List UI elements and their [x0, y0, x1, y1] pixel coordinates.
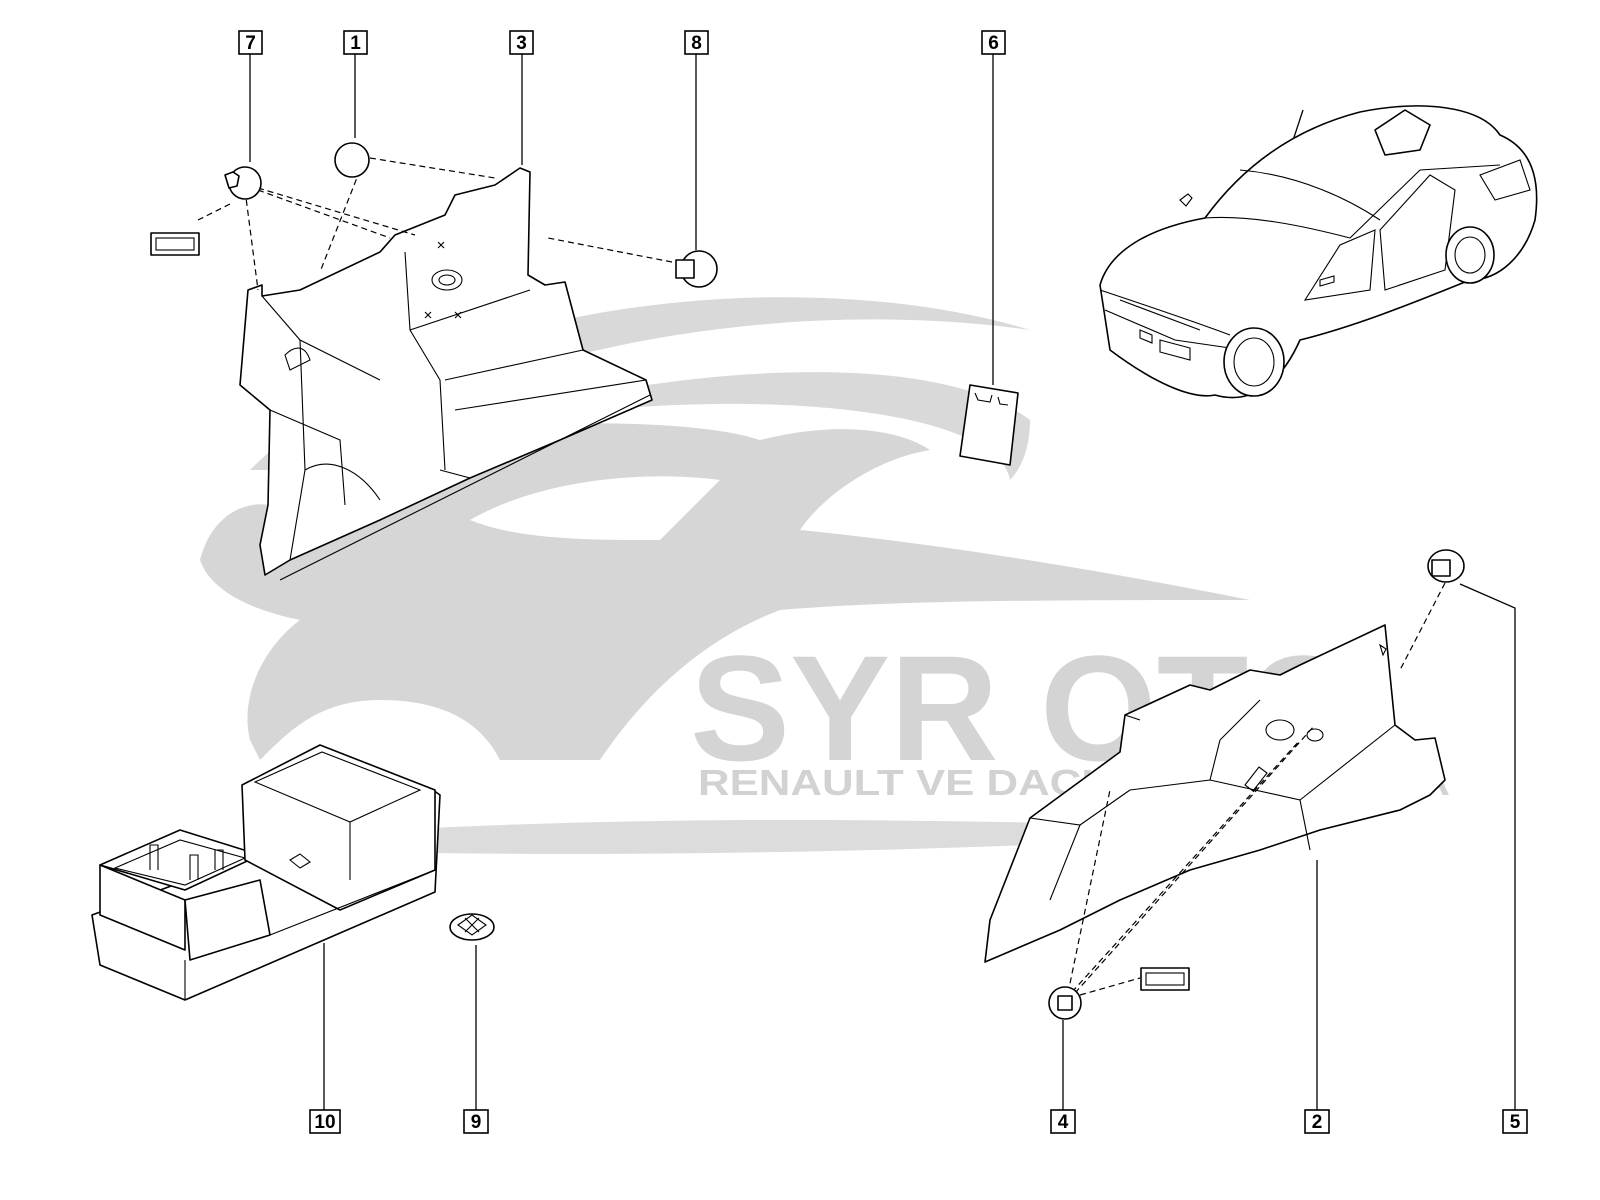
callout-4[interactable]: 4	[1050, 1109, 1076, 1134]
callout-10[interactable]: 10	[309, 1109, 341, 1134]
callout-1-label: 1	[350, 33, 361, 54]
part-9-fastener	[449, 913, 495, 941]
part-4-clip	[1048, 986, 1082, 1020]
callout-9[interactable]: 9	[463, 1109, 489, 1134]
callout-5-label: 5	[1510, 1112, 1521, 1133]
callout-7-label: 7	[245, 33, 256, 54]
callout-7[interactable]: 7	[238, 30, 263, 55]
callout-2[interactable]: 2	[1304, 1109, 1330, 1134]
callout-10-label: 10	[314, 1112, 335, 1133]
part-5-plug	[1427, 549, 1465, 583]
callout-8[interactable]: 8	[684, 30, 709, 55]
part-10-storage-tray	[91, 744, 441, 1001]
callout-3[interactable]: 3	[509, 30, 534, 55]
callout-1[interactable]: 1	[343, 30, 368, 55]
label-tag-left	[150, 232, 200, 256]
callout-8-label: 8	[691, 33, 702, 54]
part-1-cap	[334, 142, 370, 178]
assembly-lines-left	[197, 157, 673, 291]
part-6-cover-plate	[959, 384, 1019, 466]
callout-9-label: 9	[471, 1112, 482, 1133]
callout-5[interactable]: 5	[1502, 1109, 1528, 1134]
watermark-car-window	[470, 476, 720, 540]
callout-3-label: 3	[516, 33, 527, 54]
car-illustration	[1099, 105, 1538, 399]
watermark-car-silhouette	[200, 423, 1250, 760]
callout-2-label: 2	[1312, 1112, 1323, 1133]
assembly-lines-right	[1067, 582, 1446, 996]
watermark-swoosh-mid	[560, 372, 1030, 480]
callout-4-label: 4	[1058, 1112, 1069, 1133]
label-tag-right	[1140, 967, 1190, 991]
part-8-plug	[675, 250, 718, 288]
part-2-trunk-side-trim-right	[984, 624, 1446, 963]
part-7-clip	[224, 166, 262, 200]
callout-leaders	[249, 54, 1516, 1110]
part-3-trunk-side-trim-left	[239, 167, 653, 581]
callout-6-label: 6	[988, 33, 999, 54]
callout-6[interactable]: 6	[981, 30, 1006, 55]
